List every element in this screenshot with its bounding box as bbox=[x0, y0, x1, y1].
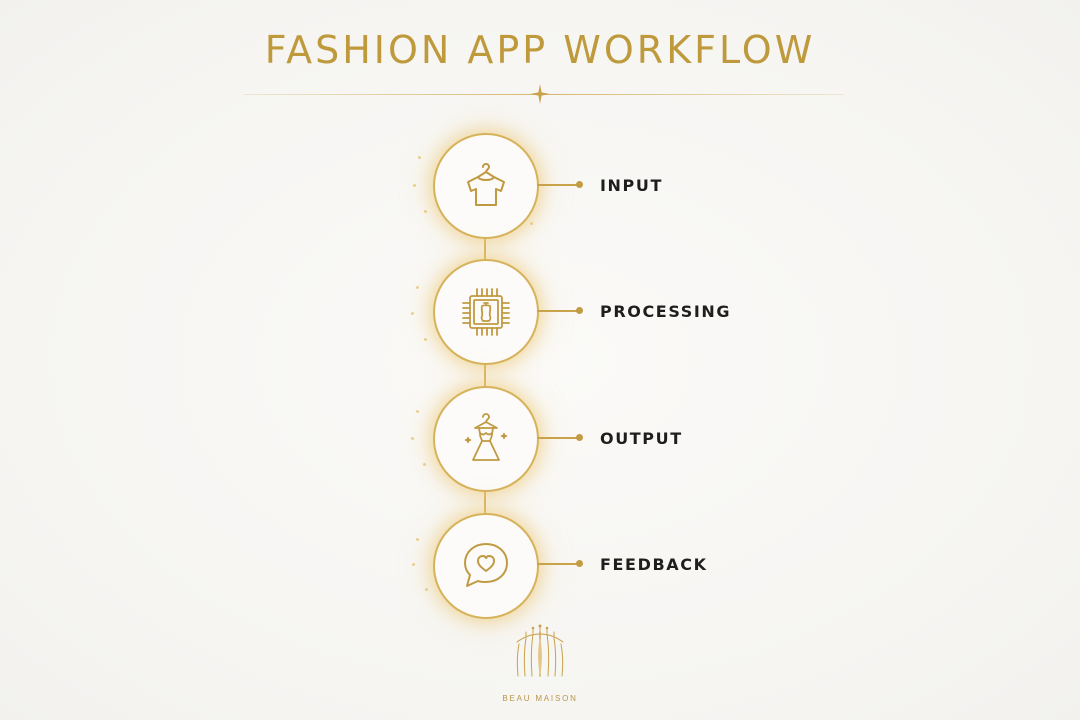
step-input-node bbox=[433, 133, 539, 239]
step-output-node bbox=[433, 386, 539, 492]
garment-rack-logo-icon bbox=[516, 624, 564, 677]
connector-line bbox=[484, 487, 486, 513]
page-title: FASHION APP WORKFLOW bbox=[264, 28, 816, 72]
step-output-branch bbox=[537, 437, 579, 439]
brand-name: BEAU MAISON bbox=[502, 694, 578, 703]
sparkle-dot bbox=[416, 410, 419, 413]
sparkle-dot bbox=[411, 312, 414, 315]
chip-mannequin-icon bbox=[462, 288, 510, 336]
sparkle-dot bbox=[423, 463, 426, 466]
sparkle-dot bbox=[416, 538, 419, 541]
connector-line bbox=[484, 233, 486, 259]
sparkle-dot bbox=[412, 563, 415, 566]
step-processing-label: PROCESSING bbox=[600, 302, 732, 321]
step-feedback-dot bbox=[576, 560, 583, 567]
step-processing-branch bbox=[537, 310, 579, 312]
sparkle-dot bbox=[425, 588, 428, 591]
heart-speech-bubble-icon bbox=[464, 543, 508, 587]
step-feedback-label: FEEDBACK bbox=[600, 555, 708, 574]
sparkle-dot bbox=[424, 338, 427, 341]
star-ornament-icon bbox=[530, 84, 550, 104]
step-feedback-node bbox=[433, 513, 539, 619]
step-input-dot bbox=[576, 181, 583, 188]
step-input-label: INPUT bbox=[600, 176, 663, 195]
sparkle-dot bbox=[416, 286, 419, 289]
t-shirt-on-hanger-icon bbox=[467, 163, 505, 206]
step-input-branch bbox=[537, 184, 579, 186]
connector-line bbox=[484, 360, 486, 386]
step-feedback-branch bbox=[537, 563, 579, 565]
dress-on-hanger-icon bbox=[464, 413, 508, 461]
sparkle-dot bbox=[411, 437, 414, 440]
step-processing-node bbox=[433, 259, 539, 365]
step-output-label: OUTPUT bbox=[600, 429, 683, 448]
sparkle-dot bbox=[530, 222, 533, 225]
step-output-dot bbox=[576, 434, 583, 441]
sparkle-dot bbox=[413, 184, 416, 187]
step-processing-dot bbox=[576, 307, 583, 314]
sparkle-dot bbox=[424, 210, 427, 213]
sparkle-dot bbox=[418, 156, 421, 159]
